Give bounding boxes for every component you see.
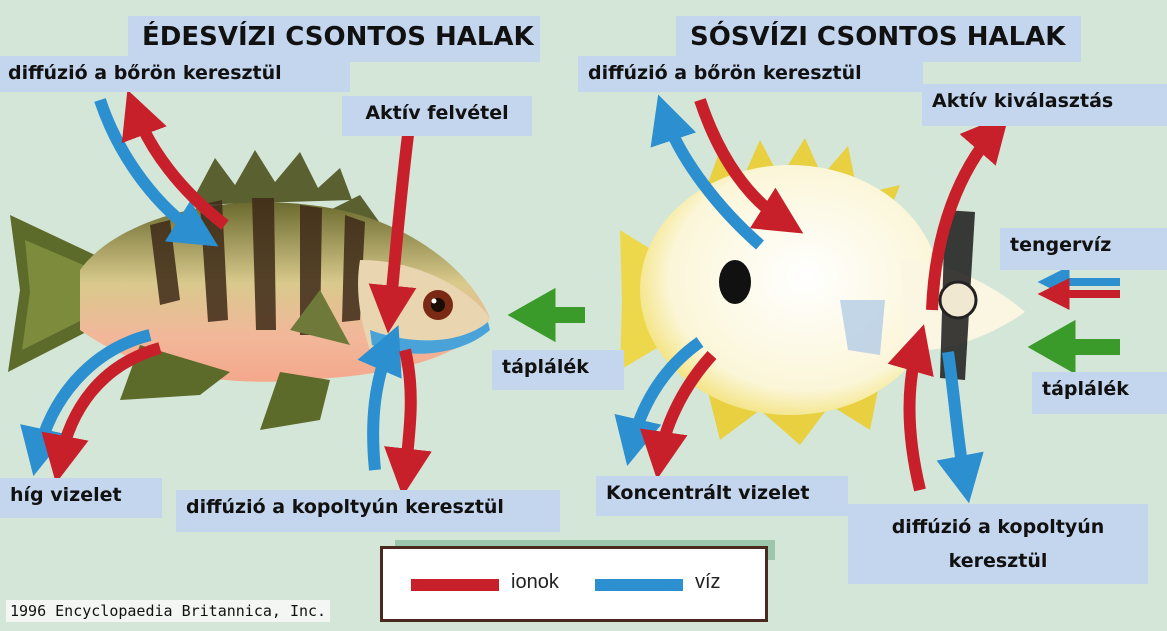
seawater-label: tengervíz <box>1000 228 1167 270</box>
freshwater-food-label: táplálék <box>492 350 624 390</box>
freshwater-fish-illustration <box>8 150 490 430</box>
legend-ions-swatch <box>411 579 499 591</box>
legend: ionok víz <box>380 546 768 622</box>
ion-out-gill-arrow <box>405 350 411 475</box>
legend-water-swatch <box>595 579 683 591</box>
freshwater-skin-diffusion-label: diffúzió a bőrön keresztül <box>0 56 350 92</box>
legend-water-label: víz <box>695 571 721 594</box>
ion-in-gill-arrow <box>910 345 920 490</box>
saltwater-skin-diffusion-label: diffúzió a bőrön keresztül <box>578 56 923 92</box>
copyright-notice: 1996 Encyclopaedia Britannica, Inc. <box>6 600 330 622</box>
saltwater-food-label: táplálék <box>1032 372 1167 414</box>
concentrated-urine-label: Koncentrált vizelet <box>596 476 848 516</box>
legend-ions-label: ionok <box>511 571 559 594</box>
saltwater-gill-diffusion-label: diffúzió a kopoltyún keresztül <box>848 504 1148 584</box>
dilute-urine-label: híg vizelet <box>0 478 162 518</box>
freshwater-gill-diffusion-label: diffúzió a kopoltyún keresztül <box>176 490 560 532</box>
active-excretion-label: Aktív kiválasztás <box>922 84 1167 126</box>
active-uptake-label: Aktív felvétel <box>342 96 532 136</box>
